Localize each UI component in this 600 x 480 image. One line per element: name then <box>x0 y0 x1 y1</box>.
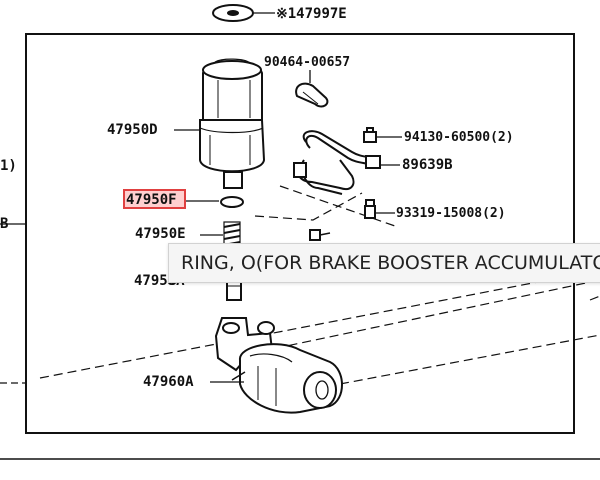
part-label-47960A[interactable]: 47960A <box>143 374 194 390</box>
screw-icon <box>309 229 331 241</box>
washer-icon <box>212 4 275 22</box>
part-label-47950E[interactable]: 47950E <box>135 226 186 242</box>
bolt-94130-icon <box>363 127 402 143</box>
o-ring-47950F-icon <box>186 196 244 208</box>
header-part-label[interactable]: ※147997E <box>276 6 347 22</box>
part-label-93319[interactable]: 93319-15008(2) <box>396 206 506 221</box>
edge-label-top: 1) <box>0 158 17 174</box>
hose-89639B-icon <box>293 130 400 195</box>
clip-90464-icon <box>295 70 329 108</box>
part-label-47950F[interactable]: 47950F <box>126 192 177 208</box>
pump-motor-47960A-icon <box>210 317 343 414</box>
part-label-47950D[interactable]: 47950D <box>107 122 158 138</box>
assembly-frame <box>25 33 575 434</box>
part-label-89639B[interactable]: 89639B <box>402 157 453 173</box>
selected-part-highlight[interactable] <box>123 189 186 209</box>
part-label-94130[interactable]: 94130-60500(2) <box>404 130 514 145</box>
part-tooltip: RING, O(FOR BRAKE BOOSTER ACCUMULATOR) <box>168 243 600 283</box>
edge-label-bottom: B <box>0 216 9 232</box>
accumulator-47950D-icon <box>174 58 266 189</box>
part-label-90464[interactable]: 90464-00657 <box>264 55 351 70</box>
dashed-guides <box>39 185 600 385</box>
bolt-93319-icon <box>364 199 395 219</box>
